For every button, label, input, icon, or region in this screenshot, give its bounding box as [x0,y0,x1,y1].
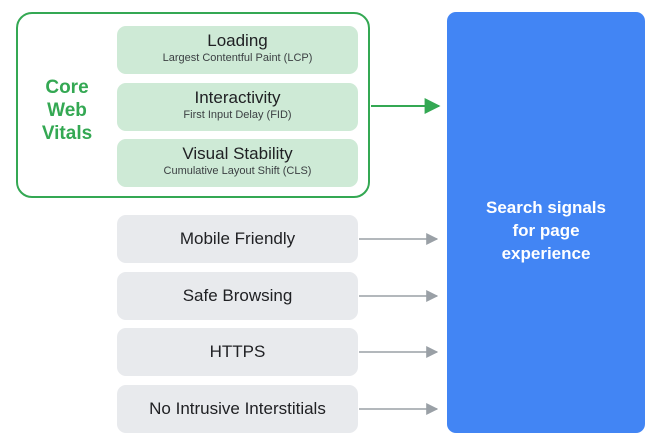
core-web-vitals-group [16,12,370,198]
page-experience-label: Search signals for page experience [447,196,645,265]
page-experience-box: Search signals for page experience [447,12,645,433]
metric-subtitle: First Input Delay (FID) [183,109,292,121]
core-web-vitals-label: Core Web Vitals [30,76,104,145]
core-web-vitals-label-line-2: Web [47,100,87,121]
signal-box-no-intrusive-interstitials: No Intrusive Interstitials [117,385,358,433]
metric-box-loading: Loading Largest Contentful Paint (LCP) [117,26,358,74]
page-experience-label-line-2: for page [512,221,580,240]
signal-box-mobile-friendly: Mobile Friendly [117,215,358,263]
page-experience-label-line-1: Search signals [485,198,606,217]
metric-box-visual-stability: Visual Stability Cumulative Layout Shift… [117,139,358,187]
page-experience-label-line-3: experience [501,244,591,263]
metric-box-interactivity: Interactivity First Input Delay (FID) [117,83,358,131]
signal-box-safe-browsing: Safe Browsing [117,272,358,320]
core-web-vitals-label-line-1: Core [45,77,89,98]
signal-box-https: HTTPS [117,328,358,376]
metric-title: Interactivity [194,88,281,107]
core-web-vitals-label-line-3: Vitals [41,123,93,144]
metric-title: Loading [207,31,268,50]
metric-subtitle: Largest Contentful Paint (LCP) [162,52,313,64]
metric-subtitle: Cumulative Layout Shift (CLS) [163,165,312,177]
metric-title: Visual Stability [182,144,293,163]
